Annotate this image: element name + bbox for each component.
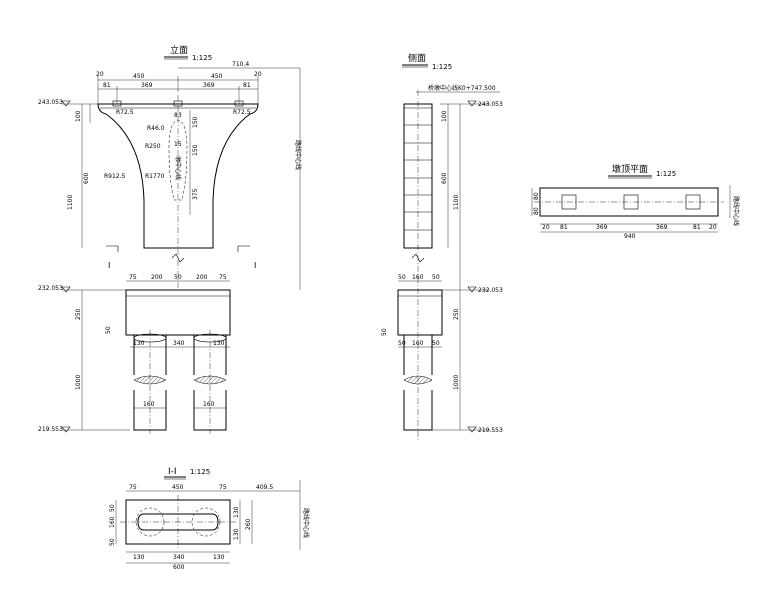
sec-dim-75a: 75 bbox=[129, 484, 137, 491]
pile-dim-160-right: 160 bbox=[203, 401, 215, 408]
elev-top: 243.053 bbox=[38, 99, 63, 106]
sec-dim-left-50b: 50 bbox=[109, 538, 116, 546]
dim-elev-710: 710.4 bbox=[232, 61, 249, 68]
top-plan-centerline-text: 路线中心线 bbox=[732, 196, 740, 226]
dim-elev-81-right: 81 bbox=[243, 82, 251, 89]
vdim-100: 100 bbox=[75, 110, 82, 122]
top-dim-940: 940 bbox=[624, 233, 636, 240]
inner-dim-375: 375 bbox=[192, 188, 199, 200]
sec-dim-75b: 75 bbox=[219, 484, 227, 491]
dim-elev-20-right: 20 bbox=[254, 71, 262, 78]
elevation-scale: 1:125 bbox=[192, 54, 212, 62]
top-plan-scale: 1:125 bbox=[656, 170, 676, 178]
elevation-title: 立面 bbox=[170, 44, 188, 56]
cap-dim-200-left: 200 bbox=[151, 274, 163, 281]
side-cap-dim-50d: 50 bbox=[432, 340, 440, 347]
sec-dim-340: 340 bbox=[173, 554, 185, 561]
side-title: 侧面 bbox=[408, 52, 426, 64]
radius-label-4: R250 bbox=[145, 143, 161, 150]
top-dim-20a: 20 bbox=[542, 224, 550, 231]
sec-dim-450: 450 bbox=[172, 484, 184, 491]
top-dim-81b: 81 bbox=[693, 224, 701, 231]
side-elev-top: 243.053 bbox=[478, 101, 503, 108]
top-dim-81a: 81 bbox=[560, 224, 568, 231]
radius-label-6: R1770 bbox=[145, 173, 165, 180]
dim-elev-450-right: 450 bbox=[211, 73, 223, 80]
side-left-dim: 50 bbox=[381, 328, 388, 336]
sec-dim-right-130a: 130 bbox=[233, 506, 240, 518]
top-dim-369a: 369 bbox=[596, 224, 608, 231]
route-centerline-text: 路线中心线 bbox=[294, 140, 302, 170]
pier-centerline-text: 墩中心线 bbox=[174, 156, 182, 180]
cap-dim-75-right: 75 bbox=[219, 274, 227, 281]
side-dim-1000: 1000 bbox=[453, 375, 460, 390]
section-mark-left: I bbox=[108, 261, 110, 270]
inner-dim-15: 15 bbox=[174, 141, 182, 148]
side-cap-dim-50c: 50 bbox=[398, 340, 406, 347]
inner-dim-150b: 150 bbox=[192, 144, 199, 156]
sec-dim-left-160: 160 bbox=[109, 516, 116, 528]
side-dim-1100: 1100 bbox=[453, 195, 460, 210]
pile-dim-130-right: 130 bbox=[213, 340, 225, 347]
top-dim-80b: 80 bbox=[533, 192, 540, 200]
cap-dim-200-right: 200 bbox=[196, 274, 208, 281]
pile-dim-340: 340 bbox=[173, 340, 185, 347]
side-cap-dim-160a: 160 bbox=[412, 274, 424, 281]
dim-elev-20-left: 20 bbox=[96, 71, 104, 78]
section-centerline-text: 路线中心线 bbox=[302, 508, 310, 538]
section-mark-right: I bbox=[254, 261, 256, 270]
foot-dim-250: 250 bbox=[75, 308, 82, 320]
elev-bottom: 219.553 bbox=[38, 426, 63, 433]
side-cap-dim-50a: 50 bbox=[398, 274, 406, 281]
side-dim-100: 100 bbox=[441, 110, 448, 122]
vdim-1100: 1100 bbox=[67, 195, 74, 210]
cap-dim-75-left: 75 bbox=[129, 274, 137, 281]
side-view: 侧面 1:125 桥墩中心线K0+747.500 50 160 50 50 50… bbox=[381, 52, 503, 440]
section-view: I-I 1:125 75 450 75 409.5 路线中心线 50 160 5… bbox=[109, 467, 310, 571]
side-cap-dim-160b: 160 bbox=[412, 340, 424, 347]
sec-dim-right-260: 260 bbox=[245, 518, 252, 530]
vdim-600: 600 bbox=[83, 172, 90, 184]
foot-dim-1000: 1000 bbox=[75, 375, 82, 390]
side-elev-bottom: 219.553 bbox=[478, 427, 503, 434]
side-elev-cap: 232.053 bbox=[478, 287, 503, 294]
side-dim-600: 600 bbox=[441, 172, 448, 184]
sec-dim-left-50a: 50 bbox=[109, 504, 116, 512]
pile-dim-160-left: 160 bbox=[143, 401, 155, 408]
radius-label-5: R912.5 bbox=[104, 173, 126, 180]
elev-cap: 232.053 bbox=[38, 285, 63, 292]
radius-label-3: R46.0 bbox=[147, 125, 165, 132]
inner-dim-83: 83 bbox=[174, 112, 182, 119]
pile-dim-130-left: 130 bbox=[133, 340, 145, 347]
dim-elev-450-left: 450 bbox=[133, 73, 145, 80]
radius-label-2: R72.5 bbox=[233, 109, 251, 116]
radius-label-1: R72.5 bbox=[116, 109, 134, 116]
sec-dim-600: 600 bbox=[173, 564, 185, 571]
elevation-view: 立面 1:125 20 450 450 20 81 369 369 81 710… bbox=[38, 44, 302, 434]
dim-elev-369-right: 369 bbox=[203, 82, 215, 89]
top-dim-80a: 80 bbox=[533, 207, 540, 215]
top-dim-20b: 20 bbox=[709, 224, 717, 231]
inner-dim-150a: 150 bbox=[192, 116, 199, 128]
side-dim-250: 250 bbox=[453, 308, 460, 320]
sec-dim-130b: 130 bbox=[213, 554, 225, 561]
sec-dim-130a: 130 bbox=[133, 554, 145, 561]
side-scale: 1:125 bbox=[432, 63, 452, 71]
sec-dim-right-130b: 130 bbox=[233, 528, 240, 540]
dim-elev-369-left: 369 bbox=[141, 82, 153, 89]
sec-dim-409: 409.5 bbox=[256, 484, 273, 491]
side-cap-dim-50b: 50 bbox=[432, 274, 440, 281]
station-label: 桥墩中心线K0+747.500 bbox=[428, 84, 496, 92]
top-plan-title: 墩顶平面 bbox=[612, 163, 648, 175]
section-title: I-I bbox=[168, 467, 177, 477]
top-dim-369b: 369 bbox=[656, 224, 668, 231]
top-plan-view: 墩顶平面 1:125 路线中心线 20 81 369 369 81 20 940… bbox=[531, 163, 740, 240]
section-scale: 1:125 bbox=[190, 468, 210, 476]
cap-dim-50: 50 bbox=[174, 274, 182, 281]
foot-dim-50: 50 bbox=[105, 326, 112, 334]
dim-elev-81-left: 81 bbox=[103, 82, 111, 89]
